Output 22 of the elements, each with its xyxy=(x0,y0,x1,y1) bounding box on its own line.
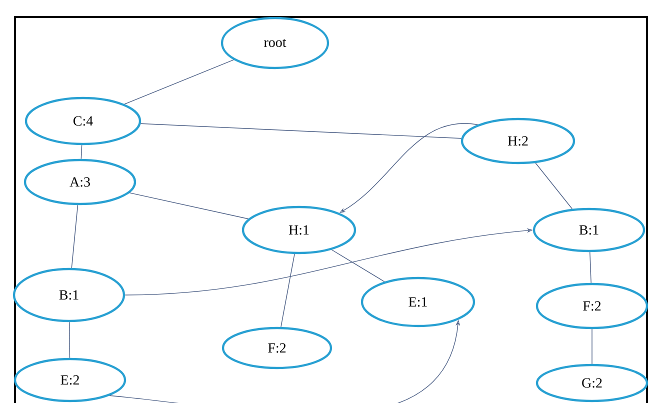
tree-edge xyxy=(129,192,249,220)
tree-node: H:1 xyxy=(242,206,356,254)
tree-edge xyxy=(140,123,462,139)
tree-edge xyxy=(280,254,295,328)
tree-edge xyxy=(535,162,573,210)
tree-edge xyxy=(80,144,82,160)
tree-node: F:2 xyxy=(536,282,648,330)
tree-node: root xyxy=(220,16,330,70)
tree-edge xyxy=(331,249,385,282)
tree-node: B:1 xyxy=(532,208,646,252)
tree-edge xyxy=(590,252,592,284)
tree-node: H:2 xyxy=(460,118,576,164)
tree-node: E:2 xyxy=(14,358,126,402)
tree-edge xyxy=(68,322,70,358)
tree-node: E:1 xyxy=(360,276,476,328)
tree-edge xyxy=(71,204,78,268)
tree-node: A:3 xyxy=(24,158,136,206)
tree-node: C:4 xyxy=(24,96,142,146)
tree-node: G:2 xyxy=(536,364,648,402)
tree-node: B:1 xyxy=(12,268,126,322)
tree-node: F:2 xyxy=(222,326,332,370)
tree-edge xyxy=(124,59,234,104)
